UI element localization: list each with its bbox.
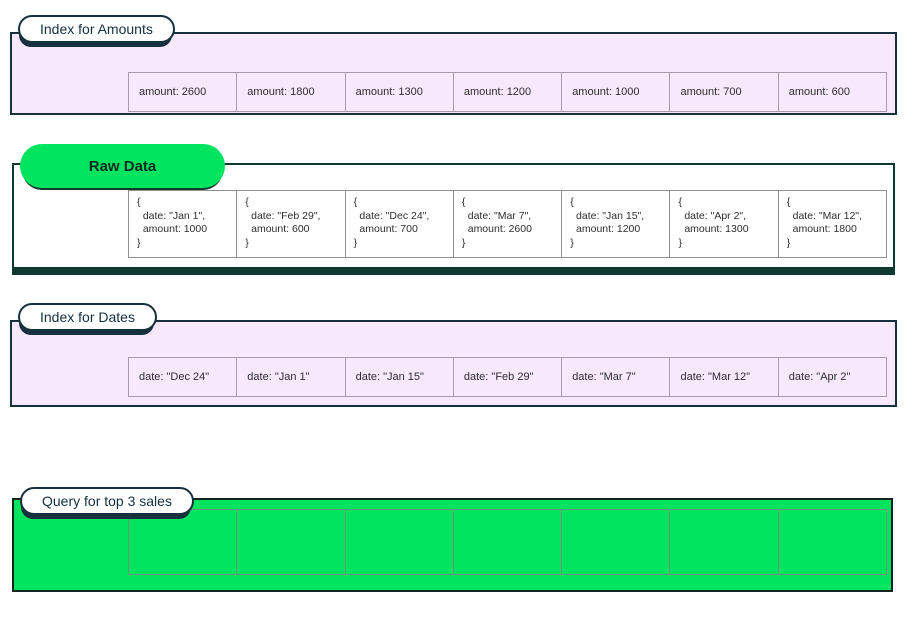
date-cell: date: "Mar 7" <box>561 357 671 397</box>
date-cell: date: "Feb 29" <box>452 357 563 397</box>
query-result-cell <box>669 509 779 575</box>
query-label: Query for top 3 sales <box>20 487 194 515</box>
record-cell: { date: "Dec 24", amount: 700 } <box>344 190 454 258</box>
date-cell: date: "Dec 24" <box>128 357 238 397</box>
query-result-cell <box>344 509 454 575</box>
date-cell: date: "Mar 12" <box>669 357 779 397</box>
record-cell: { date: "Jan 1", amount: 1000 } <box>128 190 238 258</box>
record-cell: { date: "Mar 12", amount: 1800 } <box>777 190 888 258</box>
query-result-cell <box>561 509 671 575</box>
raw-data-row: { date: "Jan 1", amount: 1000 } { date: … <box>128 190 888 258</box>
amount-cell: amount: 1800 <box>236 72 346 112</box>
raw-data-label: Raw Data <box>20 144 225 188</box>
query-result-cell <box>777 509 888 575</box>
amount-cell: amount: 700 <box>669 72 779 112</box>
record-cell: { date: "Jan 15", amount: 1200 } <box>561 190 671 258</box>
amount-cell: amount: 600 <box>777 72 888 112</box>
query-result-cell <box>452 509 563 575</box>
amounts-index-row: amount: 2600 amount: 1800 amount: 1300 a… <box>128 72 888 112</box>
record-cell: { date: "Feb 29", amount: 600 } <box>236 190 346 258</box>
dates-index-row: date: "Dec 24" date: "Jan 1" date: "Jan … <box>128 357 888 397</box>
date-cell: date: "Jan 15" <box>344 357 454 397</box>
date-cell: date: "Apr 2" <box>777 357 888 397</box>
index-for-dates-label: Index for Dates <box>18 303 157 331</box>
query-result-cell <box>128 509 238 575</box>
amount-cell: amount: 1200 <box>452 72 563 112</box>
amount-cell: amount: 1300 <box>344 72 454 112</box>
amount-cell: amount: 1000 <box>561 72 671 112</box>
query-result-row <box>128 509 888 575</box>
record-cell: { date: "Apr 2", amount: 1300 } <box>669 190 779 258</box>
query-result-cell <box>236 509 346 575</box>
index-for-amounts-label: Index for Amounts <box>18 15 175 43</box>
date-cell: date: "Jan 1" <box>236 357 346 397</box>
record-cell: { date: "Mar 7", amount: 2600 } <box>452 190 563 258</box>
amount-cell: amount: 2600 <box>128 72 238 112</box>
